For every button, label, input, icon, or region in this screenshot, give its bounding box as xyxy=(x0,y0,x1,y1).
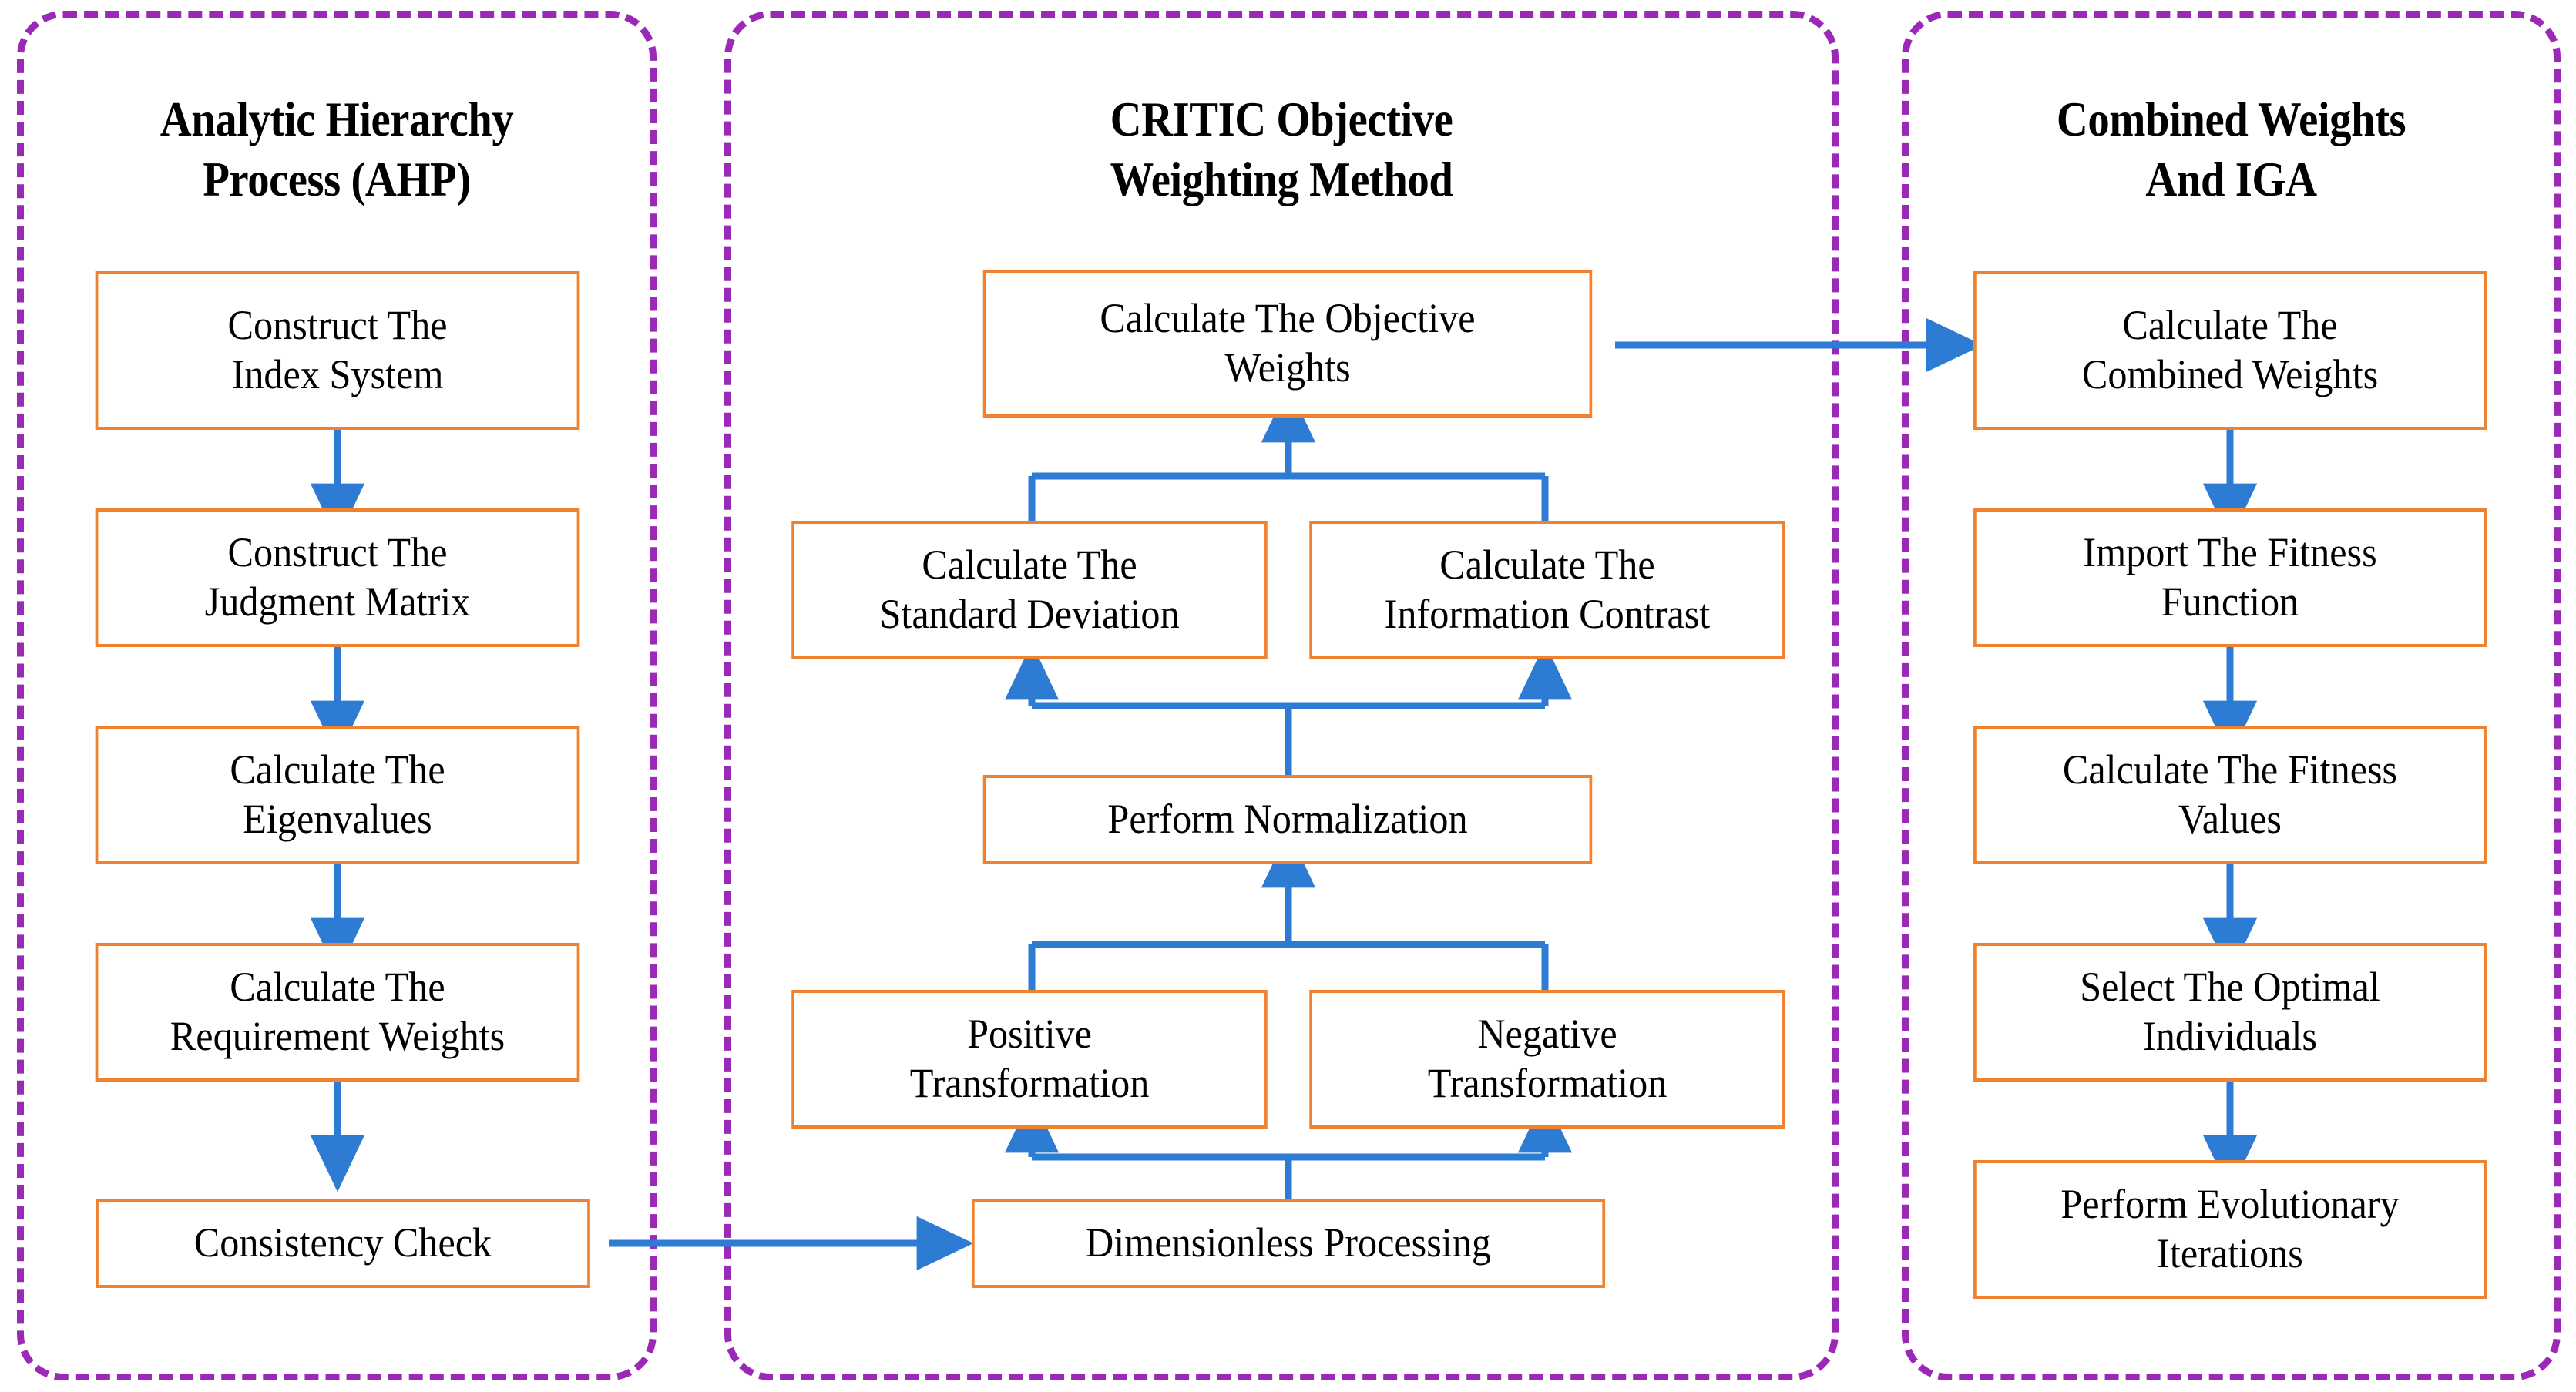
node-calculate-eigenvalues[interactable]: Calculate The Eigenvalues xyxy=(95,726,580,864)
node-perform-normalization[interactable]: Perform Normalization xyxy=(982,775,1593,864)
node-label: Negative Transformation xyxy=(1427,1011,1668,1106)
node-label: Calculate The Requirement Weights xyxy=(170,964,505,1059)
node-construct-index-system[interactable]: Construct The Index System xyxy=(95,271,580,430)
node-label: Calculate The Objective Weights xyxy=(1100,295,1476,391)
panel-title-ahp-line2: Process (AHP) xyxy=(203,153,471,207)
node-calculate-information-contrast[interactable]: Calculate The Information Contrast xyxy=(1309,521,1785,659)
node-label: Positive Transformation xyxy=(909,1011,1150,1106)
node-calculate-requirement-weights[interactable]: Calculate The Requirement Weights xyxy=(95,943,580,1082)
panel-combined xyxy=(1902,11,2561,1380)
node-calculate-fitness-values[interactable]: Calculate The Fitness Values xyxy=(1973,726,2487,864)
panel-title-combined-line1: Combined Weights xyxy=(2056,92,2406,146)
panel-critic xyxy=(724,11,1839,1380)
node-consistency-check[interactable]: Consistency Check xyxy=(96,1199,590,1288)
node-construct-judgment-matrix[interactable]: Construct The Judgment Matrix xyxy=(95,508,580,647)
node-label: Construct The Judgment Matrix xyxy=(204,529,471,625)
node-label: Calculate The Fitness Values xyxy=(2062,746,2398,842)
node-select-optimal-individuals[interactable]: Select The Optimal Individuals xyxy=(1973,943,2487,1082)
node-negative-transformation[interactable]: Negative Transformation xyxy=(1309,990,1785,1129)
node-calculate-standard-deviation[interactable]: Calculate The Standard Deviation xyxy=(791,521,1268,659)
node-label: Calculate The Information Contrast xyxy=(1384,542,1711,637)
panel-ahp xyxy=(17,11,657,1380)
panel-title-combined: Combined Weights And IGA xyxy=(1935,89,2528,210)
panel-title-critic-line2: Weighting Method xyxy=(1110,153,1453,207)
node-label: Dimensionless Processing xyxy=(1086,1219,1491,1266)
node-label: Consistency Check xyxy=(193,1219,492,1266)
node-import-fitness-function[interactable]: Import The Fitness Function xyxy=(1973,508,2487,647)
node-label: Import The Fitness Function xyxy=(2083,529,2377,625)
node-label: Construct The Index System xyxy=(227,302,448,397)
node-perform-evolutionary-iterations[interactable]: Perform Evolutionary Iterations xyxy=(1973,1160,2487,1299)
panel-title-combined-line2: And IGA xyxy=(2145,153,2317,207)
node-label: Calculate The Combined Weights xyxy=(2081,302,2379,397)
node-positive-transformation[interactable]: Positive Transformation xyxy=(791,990,1268,1129)
node-label: Select The Optimal Individuals xyxy=(2080,964,2380,1059)
node-calculate-objective-weights[interactable]: Calculate The Objective Weights xyxy=(982,270,1593,418)
panel-title-critic: CRITIC Objective Weighting Method xyxy=(780,89,1782,210)
panel-title-ahp-line1: Analytic Hierarchy xyxy=(160,92,514,146)
node-label: Perform Evolutionary Iterations xyxy=(2060,1181,2400,1276)
node-label: Calculate The Standard Deviation xyxy=(879,542,1180,637)
panel-title-critic-line1: CRITIC Objective xyxy=(1110,92,1453,146)
node-label: Perform Normalization xyxy=(1107,796,1468,843)
panel-title-ahp: Analytic Hierarchy Process (AHP) xyxy=(49,89,625,210)
node-calculate-combined-weights[interactable]: Calculate The Combined Weights xyxy=(1973,271,2487,430)
node-dimensionless-processing[interactable]: Dimensionless Processing xyxy=(971,1199,1606,1288)
node-label: Calculate The Eigenvalues xyxy=(230,746,445,842)
